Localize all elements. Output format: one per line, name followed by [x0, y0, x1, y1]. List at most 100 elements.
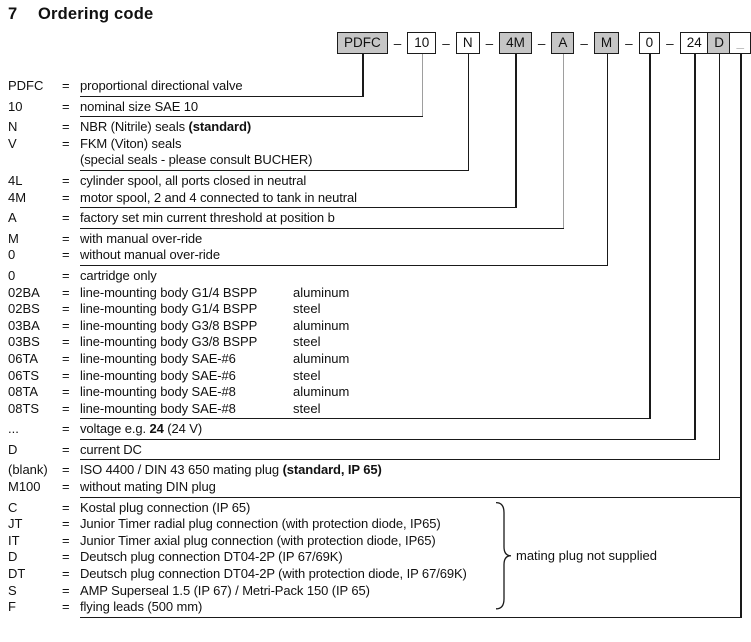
connector-line-vertical [606, 54, 608, 265]
legend-row: 4M = motor spool, 2 and 4 connected to tan… [0, 190, 751, 207]
code-label: 0 [8, 247, 16, 263]
equals-sign: = [62, 119, 70, 135]
equals-sign: = [62, 400, 70, 416]
code-label: 03BA [8, 317, 40, 333]
code-label: (blank) [8, 462, 48, 478]
legend-row: M = with manual over-ride [0, 231, 751, 248]
legend-group: ...=voltage e.g. 24 (24 V) [0, 421, 751, 438]
code-box-4m: 4M [499, 32, 532, 54]
code-label: N [8, 119, 18, 135]
equals-sign: = [62, 230, 70, 246]
code-separator: – [485, 35, 494, 51]
legend-row: M100=without mating DIN plug [0, 479, 751, 496]
legend-row: 10 = nominal size SAE 10 [0, 99, 751, 116]
row-description: nominal size SAE 10 [80, 98, 199, 114]
code-label: 02BA [8, 284, 40, 300]
legend-group: D=current DC [0, 442, 751, 459]
equals-sign: = [62, 516, 70, 532]
connector-line-vertical [740, 54, 742, 617]
connector-line-vertical [421, 54, 424, 116]
code-separator: – [625, 35, 633, 51]
material-label: aluminum [293, 317, 350, 333]
row-description: motor spool, 2 and 4 connected to tank i… [80, 189, 357, 205]
equals-sign: = [62, 532, 70, 548]
code-box-n: N [455, 32, 480, 54]
code-label: ... [8, 421, 19, 437]
row-description: Junior Timer axial plug connection (with… [80, 532, 436, 548]
code-box-0: 0 [638, 32, 661, 54]
row-description: line-mounting body G1/4 BSPP [80, 284, 258, 300]
row-description: Junior Timer radial plug connection (wit… [80, 516, 441, 532]
code-label: F [8, 599, 16, 615]
connector-line-vertical [362, 54, 364, 96]
row-description: cartridge only [80, 267, 157, 283]
code-label: M [8, 230, 19, 246]
row-description: FKM (Viton) seals [80, 135, 182, 151]
material-label: aluminum [293, 350, 350, 366]
code-label: 06TA [8, 350, 39, 366]
code-separator: – [580, 35, 588, 51]
equals-sign: = [62, 98, 70, 114]
section-title: Ordering code [38, 5, 154, 23]
code-label: 10 [8, 98, 23, 114]
legend-row: 0=without manual over-ride [0, 247, 751, 264]
material-label: steel [293, 400, 321, 416]
code-box-a: A [551, 32, 575, 54]
brace-note: mating plug not supplied [516, 547, 657, 563]
row-description: (special seals - please consult BUCHER) [80, 152, 313, 168]
equals-sign: = [62, 582, 70, 598]
legend-row: PDFC=proportional directional valve [0, 78, 751, 95]
equals-sign: = [62, 284, 70, 300]
equals-sign: = [62, 189, 70, 205]
legend-row: V=FKM (Viton) seals [0, 136, 751, 153]
row-description: line-mounting body SAE-#8 [80, 400, 236, 416]
equals-sign: = [62, 350, 70, 366]
row-description: AMP Superseal 1.5 (IP 67) / Metri-Pack 1… [80, 582, 370, 598]
connector-line-vertical [515, 54, 517, 207]
code-separator: – [393, 35, 402, 51]
code-box-d: D [707, 32, 731, 54]
equals-sign: = [62, 172, 70, 188]
equals-sign: = [62, 247, 70, 263]
legend-row: N=NBR (Nitrile) seals (standard) [0, 119, 751, 136]
legend-row: D=Deutsch plug connection DT04-2P (IP 67… [0, 549, 751, 566]
code-label: 4M [8, 189, 27, 205]
code-label: V [8, 135, 17, 151]
code-label: 08TA [8, 384, 39, 400]
code-box-blank: _ [729, 32, 751, 54]
equals-sign: = [62, 549, 70, 565]
legend-row: S=AMP Superseal 1.5 (IP 67) / Metri-Pack… [0, 583, 751, 600]
legend-row: 4L=cylinder spool, all ports closed in n… [0, 173, 751, 190]
code-label: D [8, 549, 18, 565]
code-separator: – [537, 35, 546, 51]
legend-row: JT=Junior Timer radial plug connection (… [0, 516, 751, 533]
row-description: Deutsch plug connection DT04-2P (with pr… [80, 566, 467, 582]
legend-row: F=flying leads (500 mm) [0, 599, 751, 616]
legend-group: 4L=cylinder spool, all ports closed in n… [0, 173, 751, 206]
legend-row: IT=Junior Timer axial plug connection (w… [0, 533, 751, 550]
code-box-m: M [593, 32, 620, 54]
connector-line-horizontal [80, 439, 696, 441]
material-label: steel [293, 334, 321, 350]
equals-sign: = [62, 367, 70, 383]
code-label: 03BS [8, 334, 40, 350]
legend-row: C=Kostal plug connection (IP 65) [0, 500, 751, 517]
legend-group: PDFC=proportional directional valve [0, 78, 751, 95]
connector-line-horizontal [80, 170, 470, 172]
legend-row: (blank)=ISO 4400 / DIN 43 650 mating plu… [0, 462, 751, 479]
equals-sign: = [62, 599, 70, 615]
row-description: with manual over-ride [80, 230, 203, 246]
equals-sign: = [62, 334, 70, 350]
code-label: DT [8, 566, 26, 582]
code-box-24: 24 [679, 32, 709, 54]
material-label: steel [293, 367, 321, 383]
code-label: PDFC [8, 78, 44, 93]
connector-line-vertical [649, 54, 651, 418]
